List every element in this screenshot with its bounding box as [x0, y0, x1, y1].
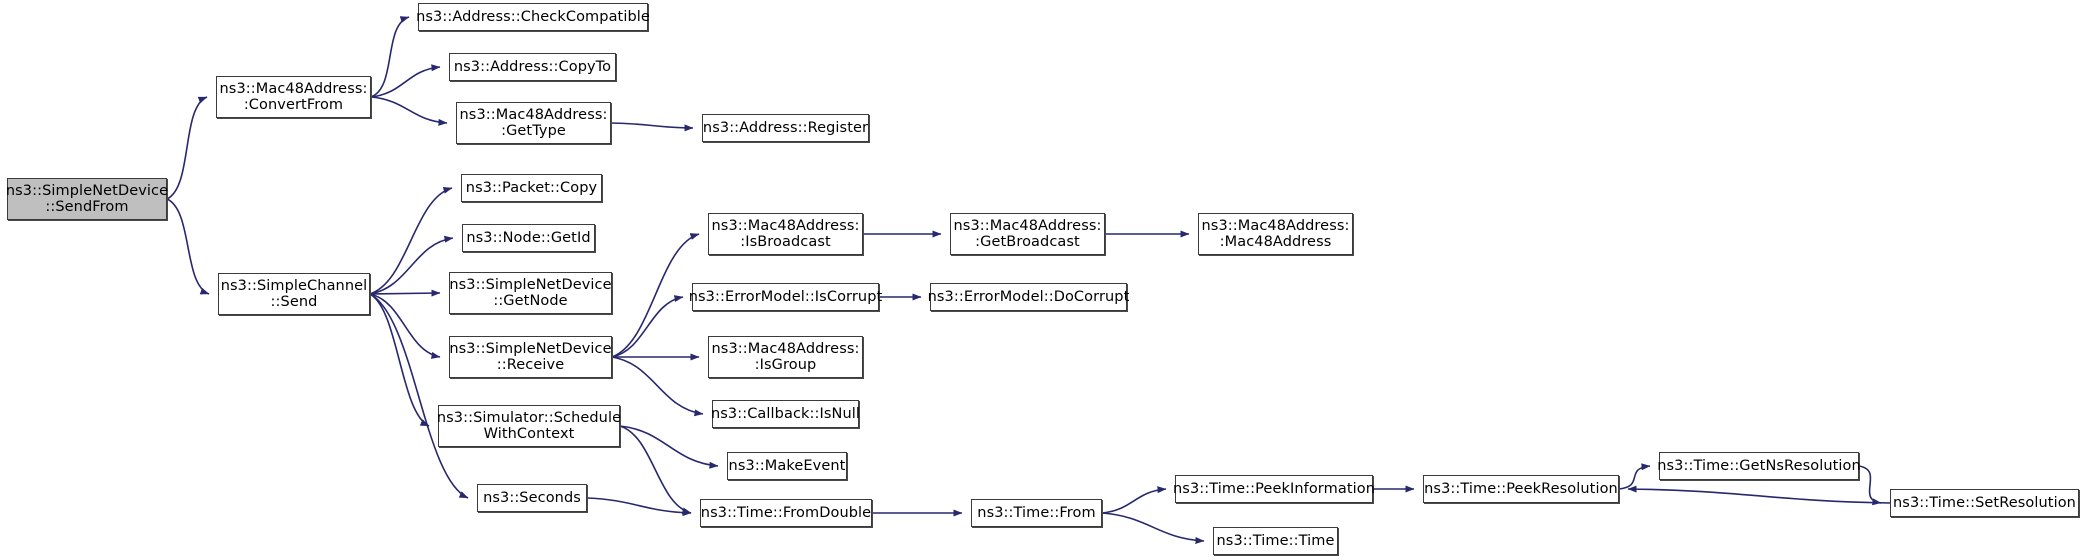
graph-edge-seconds-to-fromdouble: [586, 497, 692, 517]
graph-edge-convertfrom-to-checkcompatible: [370, 16, 410, 98]
graph-node-label: ns3::Mac48Address: :IsBroadcast: [711, 217, 860, 250]
graph-node-channelsend[interactable]: ns3::SimpleChannel ::Send: [218, 273, 370, 315]
graph-node-fromdouble[interactable]: ns3::Time::FromDouble: [700, 499, 872, 527]
graph-node-convertfrom[interactable]: ns3::Mac48Address: :ConvertFrom: [216, 76, 371, 118]
graph-node-schedulewithctx[interactable]: ns3::Simulator::Schedule WithContext: [436, 405, 622, 447]
graph-node-label: ns3::Callback::IsNull: [710, 405, 861, 422]
graph-node-getnode[interactable]: ns3::SimpleNetDevice ::GetNode: [449, 272, 612, 314]
graph-edge-receive-to-isbroadcast: [611, 233, 700, 358]
graph-edge-sendfrom-to-convertfrom: [166, 96, 208, 200]
graph-node-seconds[interactable]: ns3::Seconds: [477, 484, 587, 512]
graph-node-label: ns3::Mac48Address: :Mac48Address: [1201, 217, 1350, 250]
graph-edge-schedulewithctx-to-makeevent: [619, 425, 719, 469]
graph-edge-sendfrom-to-channelsend: [166, 198, 210, 295]
graph-node-label: ns3::SimpleNetDevice ::GetNode: [449, 276, 612, 309]
graph-node-peekresolution[interactable]: ns3::Time::PeekResolution: [1423, 475, 1619, 503]
graph-node-label: ns3::MakeEvent: [728, 457, 846, 474]
graph-node-label: ns3::Time::FromDouble: [700, 504, 872, 521]
graph-node-label: ns3::Simulator::Schedule WithContext: [436, 409, 622, 442]
graph-edge-getnsresolution-to-setresolution: [1858, 465, 1882, 506]
graph-node-getnsresolution[interactable]: ns3::Time::GetNsResolution: [1657, 452, 1861, 480]
graph-node-label: ns3::SimpleNetDevice ::Receive: [449, 340, 612, 373]
graph-edge-receive-to-iscorrupt: [611, 295, 684, 358]
graph-node-timefrom[interactable]: ns3::Time::From: [971, 499, 1102, 527]
graph-node-peekinformation[interactable]: ns3::Time::PeekInformation: [1173, 475, 1375, 503]
graph-node-label: ns3::Mac48Address: :GetBroadcast: [953, 217, 1102, 250]
graph-edge-channelsend-to-schedulewithctx: [369, 293, 430, 427]
graph-node-label: ns3::Address::CopyTo: [453, 58, 612, 75]
graph-edge-receive-to-isnull: [611, 356, 704, 417]
edge-group: [166, 16, 1891, 544]
graph-node-label: ns3::Address::Register: [702, 119, 869, 136]
graph-node-copyto[interactable]: ns3::Address::CopyTo: [449, 53, 616, 81]
graph-edge-peekresolution-to-getnsresolution: [1618, 463, 1651, 490]
graph-node-label: ns3::Time::PeekResolution: [1424, 480, 1618, 497]
graph-node-isbroadcast[interactable]: ns3::Mac48Address: :IsBroadcast: [708, 213, 863, 255]
graph-node-docorrupt[interactable]: ns3::ErrorModel::DoCorrupt: [927, 283, 1130, 311]
graph-node-label: ns3::Time::SetResolution: [1893, 494, 2076, 511]
graph-node-receive[interactable]: ns3::SimpleNetDevice ::Receive: [449, 336, 612, 378]
graph-node-label: ns3::Seconds: [483, 489, 581, 506]
graph-edge-convertfrom-to-copyto: [370, 64, 441, 98]
graph-node-makeevent[interactable]: ns3::MakeEvent: [727, 452, 847, 480]
graph-node-packetcopy[interactable]: ns3::Packet::Copy: [461, 174, 602, 202]
graph-node-label: ns3::ErrorModel::DoCorrupt: [927, 288, 1130, 305]
graph-node-sendfrom[interactable]: ns3::SimpleNetDevice ::SendFrom: [5, 178, 169, 220]
graph-node-label: ns3::Time::Time: [1216, 532, 1335, 549]
graph-edge-timefrom-to-peekinformation: [1101, 486, 1167, 514]
graph-node-register[interactable]: ns3::Address::Register: [702, 114, 869, 142]
graph-edge-convertfrom-to-gettype: [370, 96, 448, 126]
graph-node-label: ns3::SimpleNetDevice ::SendFrom: [5, 182, 169, 215]
graph-node-checkcompatible[interactable]: ns3::Address::CheckCompatible: [416, 3, 650, 31]
graph-node-label: ns3::Mac48Address: :ConvertFrom: [219, 80, 368, 113]
graph-edge-setresolution-to-peekresolution: [1627, 485, 1891, 504]
graph-node-label: ns3::Time::From: [977, 504, 1096, 521]
graph-node-timetime[interactable]: ns3::Time::Time: [1213, 527, 1338, 555]
graph-node-label: ns3::Time::PeekInformation: [1173, 480, 1375, 497]
graph-edge-schedulewithctx-to-fromdouble: [619, 425, 692, 515]
graph-node-label: ns3::Packet::Copy: [465, 179, 598, 196]
graph-node-label: ns3::Mac48Address: :IsGroup: [711, 340, 860, 373]
graph-edge-gettype-to-register: [610, 122, 694, 132]
graph-node-label: ns3::ErrorModel::IsCorrupt: [688, 288, 883, 305]
graph-node-gettype[interactable]: ns3::Mac48Address: :GetType: [456, 102, 611, 144]
graph-node-label: ns3::Time::GetNsResolution: [1657, 457, 1861, 474]
graph-edge-channelsend-to-receive: [369, 293, 441, 359]
graph-edge-timefrom-to-timetime: [1101, 512, 1205, 544]
graph-node-iscorrupt[interactable]: ns3::ErrorModel::IsCorrupt: [689, 283, 882, 311]
graph-node-label: ns3::Address::CheckCompatible: [416, 8, 650, 25]
graph-node-isgroup[interactable]: ns3::Mac48Address: :IsGroup: [708, 336, 863, 378]
graph-node-label: ns3::Node::GetId: [466, 229, 591, 246]
graph-node-nodegetid[interactable]: ns3::Node::GetId: [462, 224, 595, 252]
graph-edge-channelsend-to-getnode: [369, 289, 441, 297]
graph-edge-channelsend-to-seconds: [369, 293, 469, 499]
graph-edge-channelsend-to-packetcopy: [369, 186, 453, 295]
graph-node-getbroadcast[interactable]: ns3::Mac48Address: :GetBroadcast: [950, 213, 1105, 255]
graph-node-label: ns3::Mac48Address: :GetType: [459, 106, 608, 139]
graph-node-mac48ctor[interactable]: ns3::Mac48Address: :Mac48Address: [1198, 213, 1353, 255]
graph-node-setresolution[interactable]: ns3::Time::SetResolution: [1890, 489, 2079, 517]
graph-node-label: ns3::SimpleChannel ::Send: [220, 277, 368, 310]
graph-node-isnull[interactable]: ns3::Callback::IsNull: [710, 400, 861, 428]
graph-edge-channelsend-to-nodegetid: [369, 235, 454, 295]
